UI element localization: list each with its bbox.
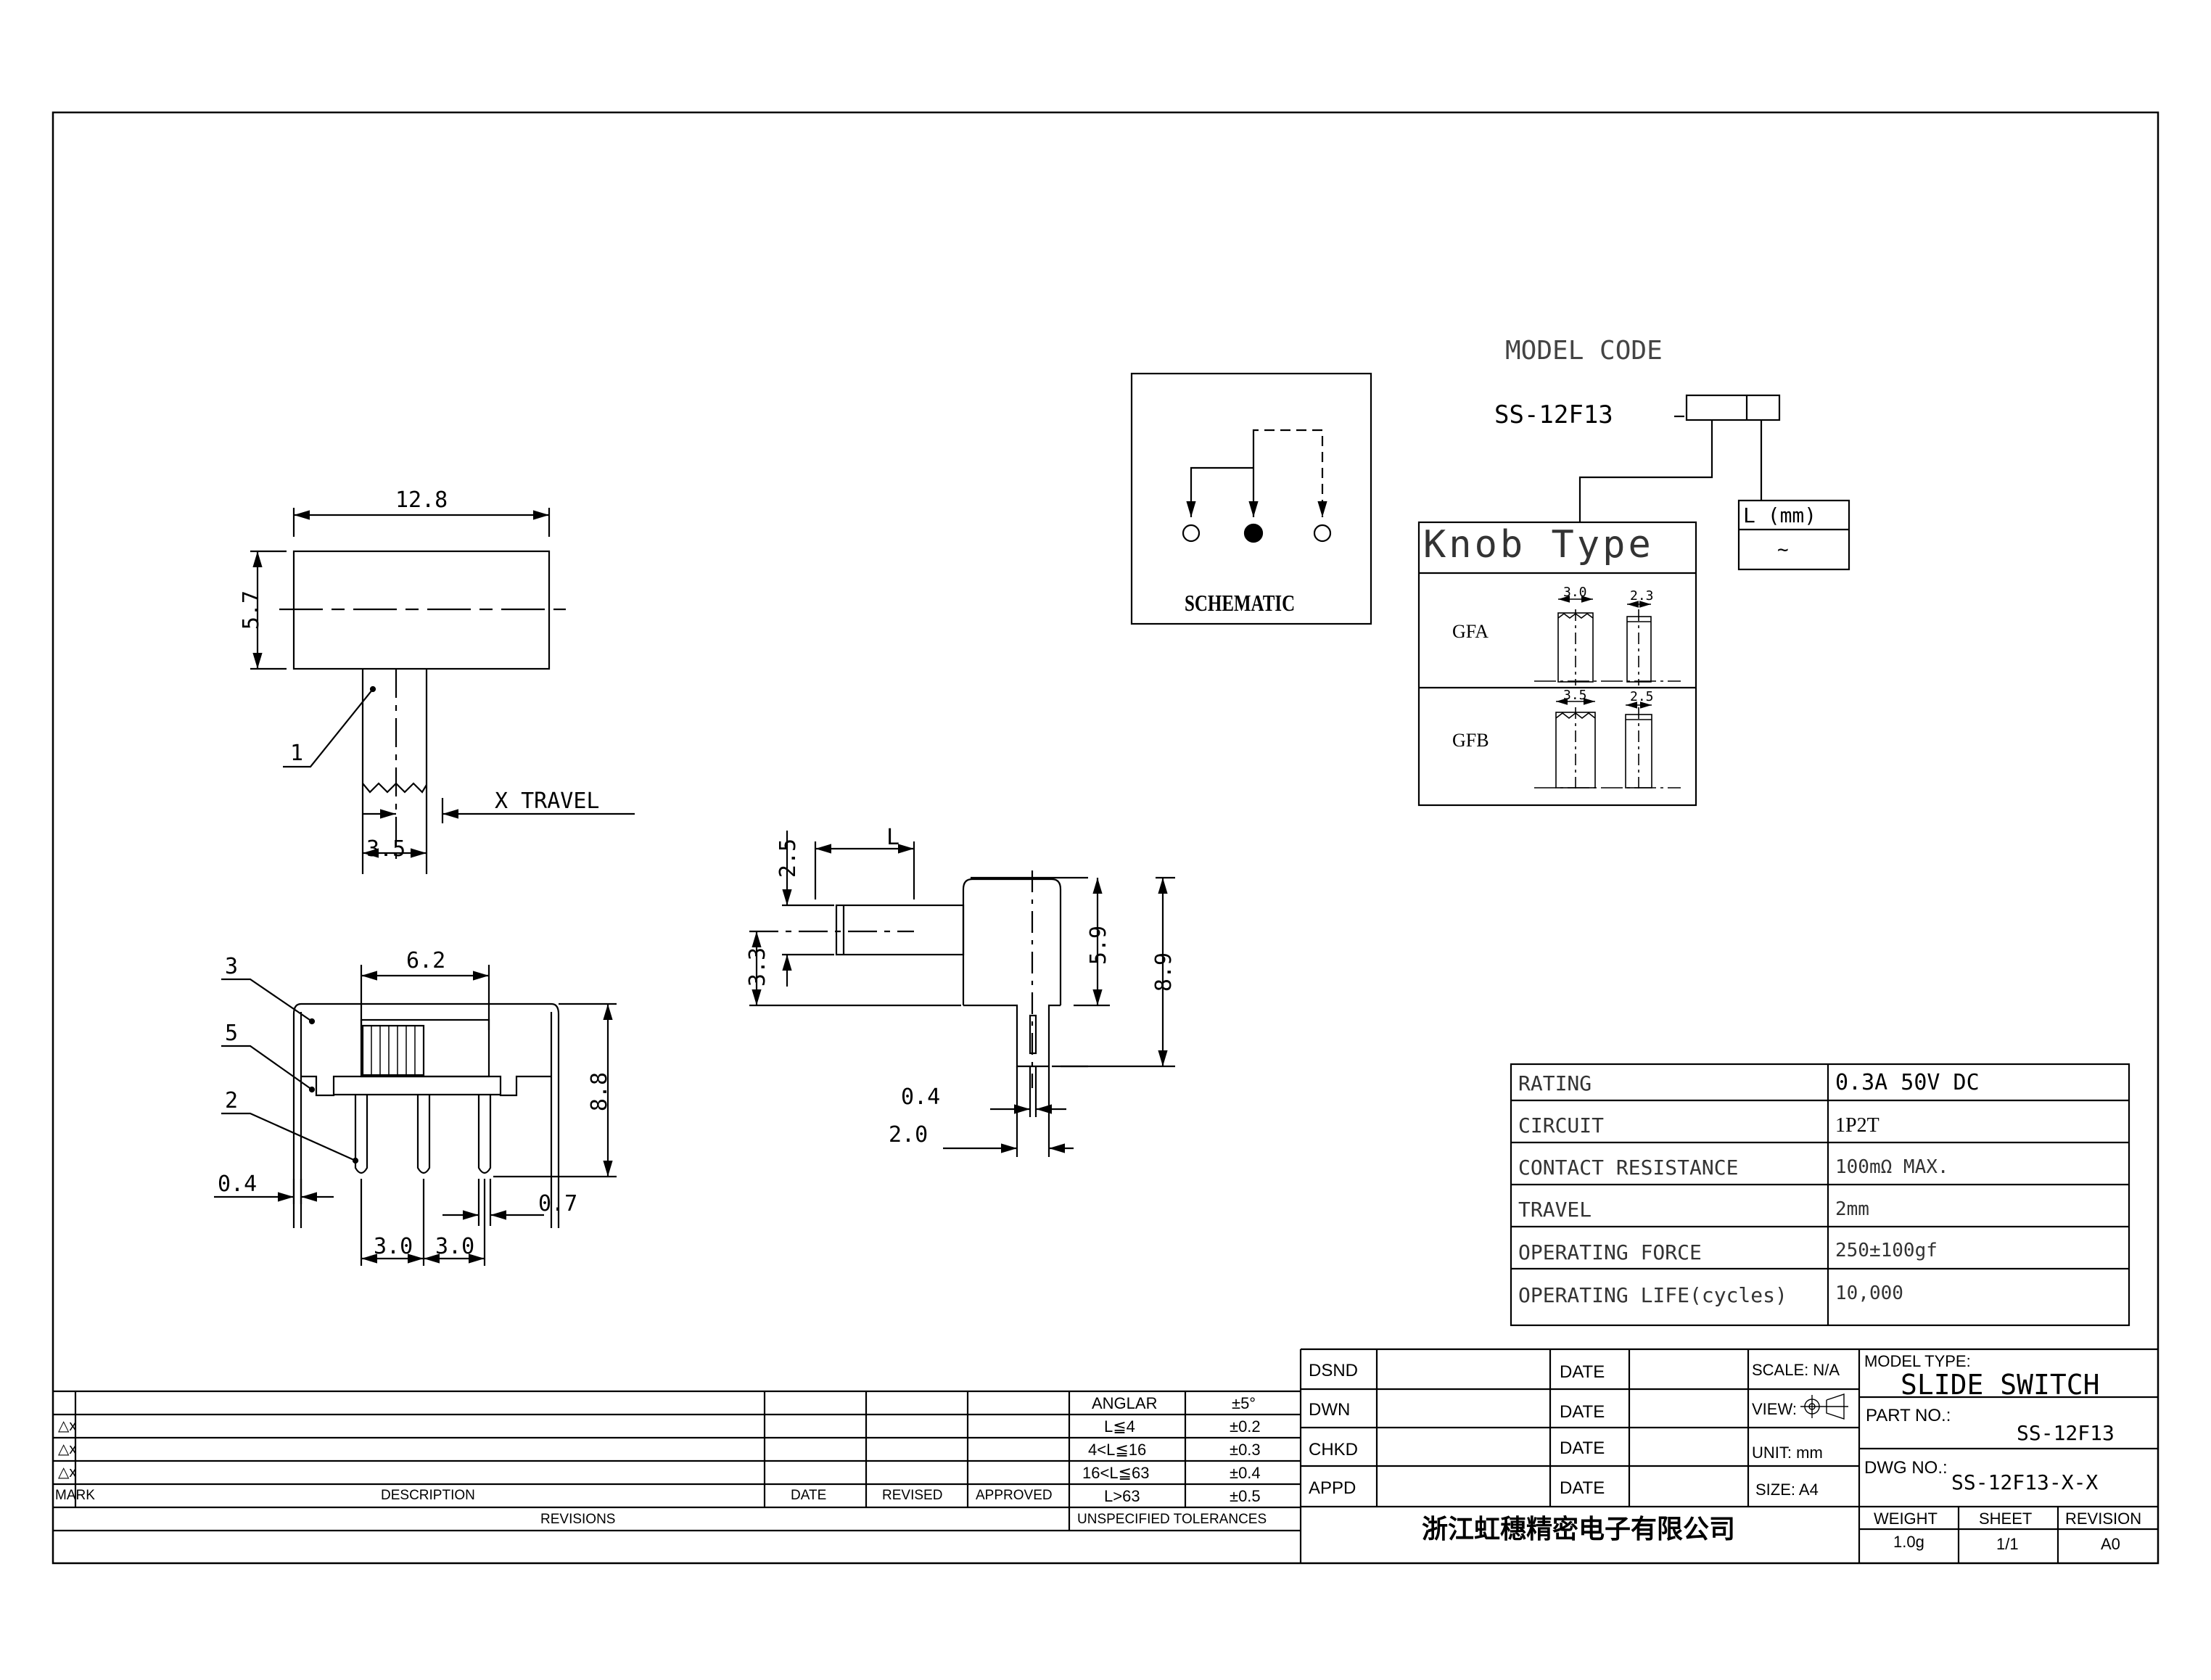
- knob-gfb-dim-b: 2.5: [1630, 689, 1654, 704]
- revision-mark-2: △x: [58, 1441, 77, 1457]
- part-no-value: SS-12F13: [2017, 1421, 2115, 1445]
- tolerance-value-2: ±0.3: [1230, 1441, 1261, 1459]
- size-info: SIZE: A4: [1755, 1481, 1819, 1499]
- role-appd-date-label: DATE: [1560, 1478, 1605, 1498]
- model-type-label: MODEL TYPE:: [1864, 1352, 1971, 1370]
- spec-label-operating-life: OPERATING LIFE(cycles): [1518, 1283, 1787, 1307]
- spec-label-circuit: CIRCUIT: [1518, 1113, 1605, 1137]
- spec-value-contact-resistance: 100mΩ MAX.: [1835, 1156, 1949, 1178]
- role-appd: APPD: [1309, 1478, 1356, 1498]
- third-angle-projection-icon: [1800, 1393, 1848, 1420]
- part-no-label: PART NO.:: [1866, 1406, 1951, 1425]
- revisions-header-description: DESCRIPTION: [381, 1488, 475, 1503]
- model-code-heading: MODEL CODE: [1505, 336, 1663, 366]
- dim-2-5: 2.5: [775, 838, 802, 878]
- tolerance-range-1: L≦4: [1104, 1417, 1135, 1436]
- dim-knob-3-5: 3.5: [366, 836, 406, 862]
- sheet-label: SHEET: [1979, 1510, 2033, 1528]
- knob-name-gfa: GFA: [1452, 621, 1489, 642]
- revisions-header-revised: REVISED: [882, 1488, 943, 1503]
- tolerance-range-2: 4<L≦16: [1088, 1441, 1147, 1459]
- dim-L: L: [886, 825, 900, 850]
- length-title: L (mm): [1743, 503, 1817, 527]
- dim-pin-0-4: 0.4: [218, 1172, 258, 1197]
- schematic-title: SCHEMATIC: [1185, 590, 1296, 616]
- view-info: VIEW:: [1752, 1400, 1797, 1418]
- dim-width-12-8: 12.8: [395, 487, 448, 513]
- sheet-value: 1/1: [1996, 1535, 2019, 1553]
- length-value: ~: [1777, 539, 1789, 561]
- tolerance-value-1: ±0.2: [1230, 1417, 1261, 1436]
- dim-height-8-8: 8.8: [587, 1071, 613, 1112]
- dim-pitch-1: 3.0: [374, 1234, 413, 1259]
- spec-value-operating-force: 250±100gf: [1835, 1240, 1938, 1261]
- callout-5: 5: [225, 1021, 239, 1046]
- tolerances-footer: UNSPECIFIED TOLERANCES: [1077, 1512, 1267, 1527]
- dim-pitch-2: 3.0: [435, 1234, 475, 1259]
- knob-name-gfb: GFB: [1452, 730, 1489, 751]
- dim-3-3: 3.3: [745, 947, 771, 987]
- role-dwn-date-label: DATE: [1560, 1402, 1605, 1422]
- dwg-no-label: DWG NO.:: [1864, 1458, 1948, 1478]
- revision-label: REVISION: [2065, 1510, 2142, 1528]
- dim-pin-0-7: 0.7: [538, 1191, 578, 1216]
- tolerance-value-3: ±0.4: [1230, 1464, 1261, 1482]
- travel-label: X TRAVEL: [495, 788, 600, 814]
- revision-value: A0: [2101, 1535, 2120, 1553]
- revisions-header-approved: APPROVED: [976, 1488, 1053, 1503]
- unit-info: UNIT: mm: [1752, 1444, 1823, 1462]
- role-chkd: CHKD: [1309, 1440, 1359, 1459]
- weight-value: 1.0g: [1893, 1533, 1924, 1551]
- spec-label-contact-resistance: CONTACT RESISTANCE: [1518, 1156, 1739, 1179]
- revision-mark-1: △x: [58, 1418, 77, 1434]
- role-dsnd: DSND: [1309, 1361, 1359, 1380]
- tolerance-value-4: ±0.5: [1230, 1487, 1261, 1505]
- tolerance-value-angular: ±5°: [1232, 1394, 1256, 1412]
- knob-gfa-dim-b: 2.3: [1630, 588, 1654, 604]
- weight-label: WEIGHT: [1874, 1510, 1938, 1528]
- spec-label-rating: RATING: [1518, 1071, 1592, 1095]
- scale-info: SCALE: N/A: [1752, 1361, 1840, 1379]
- tolerance-range-angular: ANGLAR: [1092, 1394, 1158, 1412]
- role-chkd-date-label: DATE: [1560, 1438, 1605, 1458]
- dim-top-6-2: 6.2: [406, 948, 446, 973]
- dim-2-0: 2.0: [889, 1122, 929, 1148]
- role-dsnd-date-label: DATE: [1560, 1362, 1605, 1382]
- dim-0-4: 0.4: [901, 1084, 941, 1110]
- company-name: 浙江虹穗精密电子有限公司: [1422, 1515, 1736, 1544]
- tolerance-range-4: L>63: [1104, 1487, 1140, 1505]
- dim-height-5-7: 5.7: [239, 590, 265, 630]
- revisions-header-date: DATE: [791, 1488, 827, 1503]
- spec-label-travel: TRAVEL: [1518, 1198, 1592, 1222]
- dim-8-9: 8.9: [1151, 952, 1177, 992]
- callout-2: 2: [225, 1088, 239, 1113]
- dwg-no-value: SS-12F13-X-X: [1951, 1470, 2099, 1494]
- knob-type-title: Knob Type: [1423, 523, 1654, 567]
- dim-5-9: 5.9: [1086, 925, 1112, 965]
- knob-gfb-dim-a: 3.5: [1563, 688, 1587, 703]
- spec-value-operating-life: 10,000: [1835, 1282, 1903, 1304]
- spec-label-operating-force: OPERATING FORCE: [1518, 1240, 1702, 1264]
- revision-mark-3: △x: [58, 1465, 77, 1481]
- callout-3: 3: [225, 954, 239, 979]
- revisions-header-mark: MARK: [55, 1488, 95, 1503]
- spec-value-circuit: 1P2T: [1835, 1114, 1879, 1137]
- model-code-prefix: SS-12F13: [1494, 400, 1613, 429]
- callout-1: 1: [290, 741, 304, 766]
- revisions-footer: REVISIONS: [540, 1512, 616, 1527]
- spec-value-rating: 0.3A 50V DC: [1835, 1070, 1980, 1095]
- tolerance-range-3: 16<L≦63: [1082, 1464, 1150, 1482]
- model-type-value: SLIDE SWITCH: [1901, 1369, 2100, 1401]
- role-dwn: DWN: [1309, 1400, 1351, 1420]
- knob-gfa-dim-a: 3.0: [1563, 585, 1587, 600]
- spec-value-travel: 2mm: [1835, 1198, 1869, 1220]
